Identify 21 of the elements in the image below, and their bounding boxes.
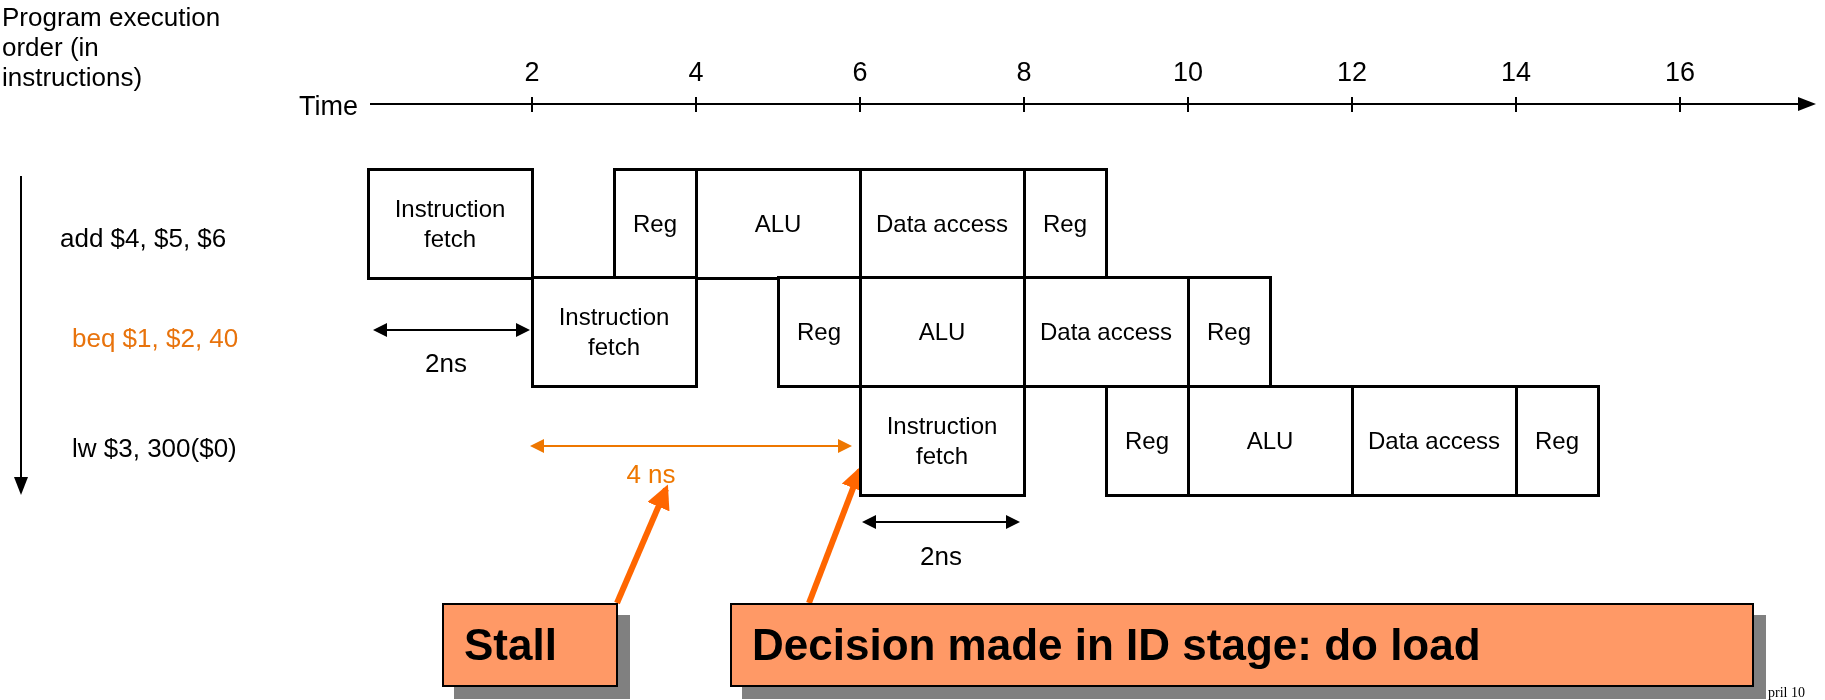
stage-box: Instruction fetch — [530, 275, 698, 388]
stage-box: Instruction fetch — [366, 167, 534, 280]
axis-label: Time — [298, 90, 358, 123]
instruction-label: add $4, $5, $6 — [60, 222, 227, 255]
stage-box: Reg — [776, 275, 862, 388]
tick-label: 4 — [687, 56, 705, 89]
duration-label: 2ns — [919, 540, 963, 573]
tick-label: 10 — [1171, 56, 1204, 89]
tick-label: 12 — [1335, 56, 1368, 89]
footer-text: pril 10 — [1768, 684, 1805, 700]
tick-label: 6 — [851, 56, 869, 89]
callout-arrow — [614, 484, 670, 605]
instruction-label: beq $1, $2, 40 — [72, 322, 239, 355]
instruction-label: lw $3, 300($0) — [72, 432, 237, 465]
tick-label: 14 — [1499, 56, 1532, 89]
tick-label: 2 — [523, 56, 541, 89]
tick-label: 16 — [1663, 56, 1696, 89]
tick-label: 8 — [1015, 56, 1033, 89]
duration-label: 2ns — [424, 347, 468, 380]
axis-title: Program execution order (in instructions) — [2, 2, 222, 92]
duration-label: 4 ns — [622, 459, 680, 489]
